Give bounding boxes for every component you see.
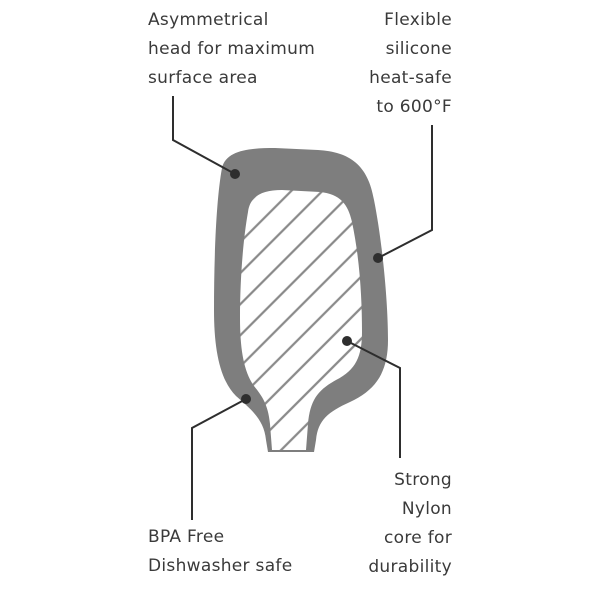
callout-line: Flexible — [384, 10, 452, 30]
leader-lines — [172, 96, 433, 520]
callout-line: Dishwasher safe — [148, 556, 293, 576]
dot-silicone — [373, 253, 383, 263]
callout-line: Asymmetrical — [148, 10, 269, 30]
nylon-core — [240, 190, 362, 450]
callout-line: surface area — [148, 68, 258, 88]
callout-line: Nylon — [401, 499, 452, 519]
callout-line: core for — [383, 528, 452, 548]
callout-line: BPA Free — [148, 527, 225, 547]
callout-line: head for maximum — [148, 39, 316, 59]
dot-bpa — [241, 394, 251, 404]
callout-head-shape: Asymmetrical head for maximum surface ar… — [148, 6, 315, 93]
leader-silicone — [377, 125, 433, 259]
leader-nylon — [346, 340, 401, 458]
callout-line: silicone — [385, 39, 452, 59]
callout-line: durability — [368, 557, 452, 577]
callout-line: to 600°F — [376, 97, 452, 117]
callout-bpa-free: BPA Free Dishwasher safe — [148, 523, 292, 581]
leader-head — [172, 96, 236, 175]
callout-line: Strong — [394, 470, 452, 490]
callout-nylon-core: Strong Nylon core for durability — [368, 466, 452, 582]
dot-head — [230, 169, 240, 179]
leader-bpa — [191, 398, 247, 520]
callout-line: heat-safe — [369, 68, 452, 88]
callout-silicone: Flexible silicone heat-safe to 600°F — [369, 6, 452, 122]
leader-dots — [230, 169, 383, 404]
dot-nylon — [342, 336, 352, 346]
